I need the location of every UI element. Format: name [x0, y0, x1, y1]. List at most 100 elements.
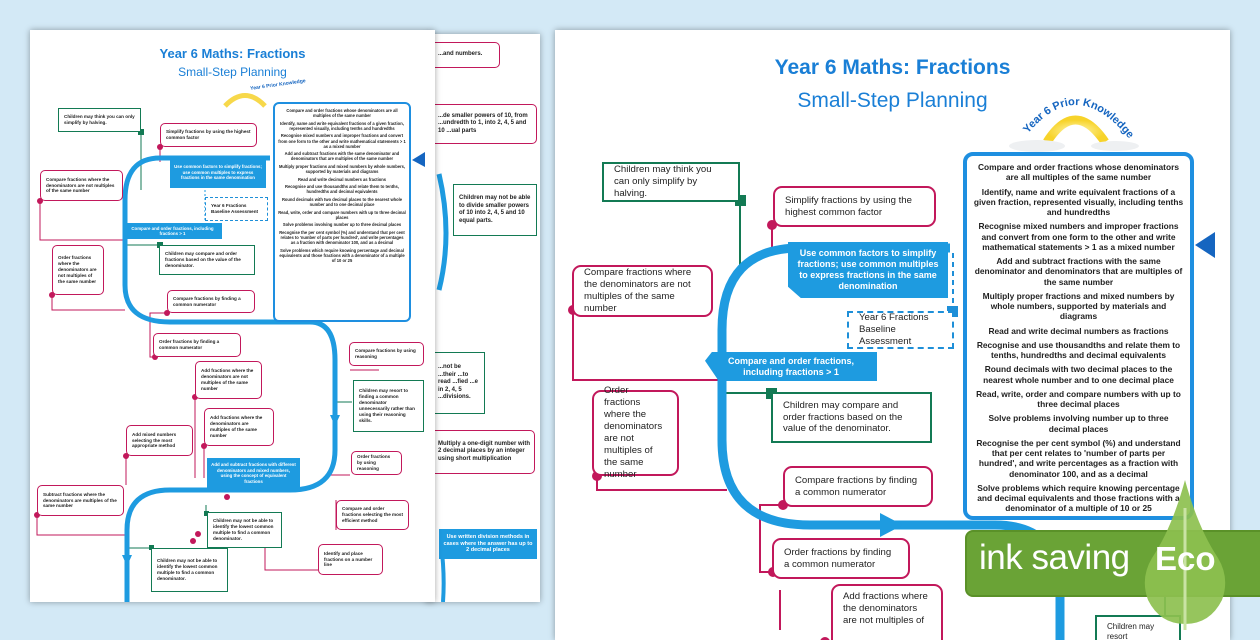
leaf-drop-icon — [1144, 480, 1226, 630]
prior-knowledge-item: Recognise mixed numbers and improper fra… — [278, 133, 406, 149]
misconception-box: Children may think you can only simplify… — [602, 162, 740, 202]
banner-text: Use written division methods in cases wh… — [443, 533, 533, 554]
misconception-text: Children may not be able to identify the… — [157, 558, 218, 581]
step-text: Multiply a one-digit number with 2 decim… — [438, 440, 530, 462]
ink-saving-label: ink saving — [979, 538, 1130, 577]
prior-knowledge-item: Compare and order fractions whose denomi… — [286, 108, 398, 119]
prior-knowledge-item: Read and write decimal numbers as fracti… — [988, 325, 1169, 336]
misconception-text: Children may compare and order fractions… — [783, 399, 903, 435]
flow-lines — [34, 93, 425, 602]
prior-knowledge-item: Recognise the per cent symbol (%) and un… — [279, 230, 405, 246]
misconception-text: ...not be ...their ...to read ...fied ..… — [438, 364, 479, 401]
misconception-box: Children may resort to finding a common … — [353, 380, 424, 432]
prior-knowledge-item: Solve problems involving number up to th… — [988, 413, 1169, 434]
prior-knowledge-item: Identify, name and write equivalent frac… — [973, 186, 1184, 218]
small-step-banner: Use written division methods in cases wh… — [439, 529, 537, 559]
step-box: Order fractions where the denominators a… — [52, 245, 104, 295]
step-box: Simplify fractions by using the highest … — [160, 123, 257, 147]
misconception-box: Children may not be able to divide small… — [453, 184, 537, 236]
misconception-text: Children may not be able to identify the… — [213, 518, 274, 541]
baseline-text: Year 6 Fractions Baseline Assessment — [211, 203, 259, 214]
step-box: Add fractions where the denominators are… — [204, 408, 274, 446]
prior-knowledge-item: Add and subtract fractions with the same… — [974, 256, 1183, 287]
prior-knowledge-item: Solve problems involving number up to th… — [282, 222, 402, 228]
step-text: Order fractions by finding a common nume… — [784, 546, 892, 570]
step-text: Compare and order fractions selecting th… — [342, 506, 404, 523]
banner-text: Compare and order fractions, including f… — [727, 355, 855, 377]
prior-knowledge-item: Round decimals with two decimal places t… — [281, 197, 403, 208]
banner-text: Use common factors to simplify fractions… — [174, 164, 262, 181]
step-box: Compare fractions by using reasoning — [349, 342, 424, 366]
step-text: Add fractions where the denominators are… — [210, 415, 263, 438]
misconception-text: Children may resort to finding a common … — [359, 388, 415, 423]
step-box: ...and numbers. — [425, 42, 500, 68]
misconception-box: Children may compare and order fractions… — [771, 392, 932, 443]
step-text: Order fractions by using reasoning — [357, 454, 391, 471]
page-subtitle: Small-Step Planning — [178, 65, 287, 79]
step-box: Order fractions by using reasoning — [351, 451, 402, 475]
banner-text: Add and subtract fractions with differen… — [211, 462, 296, 484]
prior-knowledge-item: Compare and order fractions whose denomi… — [977, 162, 1180, 183]
misconception-text: Children may compare and order fractions… — [165, 251, 241, 268]
step-box: Compare fractions by finding a common nu… — [783, 466, 933, 507]
small-step-banner: Use common factors to simplify fractions… — [170, 157, 266, 188]
step-text: Compare fractions by finding a common nu… — [173, 295, 241, 307]
prior-knowledge-box: Compare and order fractions whose denomi… — [273, 102, 411, 322]
misconception-box: Children may not be able to identify the… — [207, 512, 282, 548]
small-step-banner: Compare and order fractions, including f… — [123, 223, 222, 239]
step-text: Order fractions where the denominators a… — [58, 255, 97, 284]
step-box: Multiply a one-digit number with 2 decim… — [425, 430, 535, 474]
misconception-box: Children may compare and order fractions… — [159, 245, 255, 275]
step-box: Add fractions where the denominators are… — [195, 361, 262, 399]
page-subtitle: Small-Step Planning — [797, 89, 988, 112]
prior-knowledge-item: Recognise mixed numbers and improper fra… — [978, 221, 1179, 252]
step-box: Compare fractions by finding a common nu… — [167, 290, 255, 313]
document-page-2-preview: ...and numbers. ...de smaller powers of … — [425, 34, 540, 602]
misconception-box: ...not be ...their ...to read ...fied ..… — [425, 352, 485, 414]
misconception-box: Children may not be able to identify the… — [151, 548, 228, 592]
step-text: Add fractions where the denominators are… — [201, 368, 254, 391]
prior-knowledge-item: Recognise and use thousandths and relate… — [285, 184, 399, 195]
misconception-text: Children may think you can only simplify… — [614, 164, 712, 199]
misconception-text: Children may not be able to divide small… — [459, 195, 531, 224]
prior-knowledge-item: Read, write, order and compare numbers w… — [278, 209, 406, 220]
step-box: Identify and place fractions on a number… — [318, 544, 383, 575]
step-text: Compare fractions where the denominators… — [584, 267, 692, 314]
step-box: Compare fractions where the denominators… — [40, 170, 123, 201]
step-text: ...and numbers. — [438, 51, 483, 58]
step-box: ...de smaller powers of 10, from ...undr… — [425, 104, 537, 144]
misconception-box: Children may think you can only simplify… — [58, 108, 141, 132]
misconception-text: Children may think you can only simplify… — [64, 114, 135, 125]
step-text: Order fractions by finding a common nume… — [159, 339, 220, 350]
step-box: Add mixed numbers selecting the most app… — [126, 425, 193, 456]
page-title: Year 6 Maths: Fractions — [774, 56, 1011, 79]
step-text: Identify and place fractions on a number… — [324, 550, 373, 568]
step-text: Simplify fractions by using the highest … — [785, 194, 912, 218]
prior-knowledge-item: Multiply proper fractions and mixed numb… — [982, 290, 1175, 322]
document-page-zoomed: Year 6 Prior Knowledge Year 6 Maths: Fra… — [555, 30, 1230, 640]
step-text: Add fractions where the denominators are… — [843, 591, 928, 626]
document-page-1-preview: Year 6 Maths: Fractions Small-Step Plann… — [30, 30, 435, 602]
baseline-assessment-box[interactable]: Year 6 Fractions Baseline Assessment — [847, 311, 954, 349]
step-box: Compare fractions where the denominators… — [572, 265, 713, 317]
step-text: Compare fractions where the denominators… — [46, 176, 115, 194]
banner-text: Use common factors to simplify fractions… — [797, 248, 939, 291]
step-box: Order fractions by finding a common nume… — [153, 333, 241, 357]
step-box: Subtract fractions where the denominator… — [37, 485, 124, 516]
prior-knowledge-item: Solve problems which require knowing per… — [977, 482, 1180, 514]
step-text: ...de smaller powers of 10, from ...undr… — [438, 112, 528, 134]
prior-knowledge-item: Multiply proper fractions and mixed numb… — [278, 163, 406, 175]
prior-knowledge-item: Read, write, order and compare numbers w… — [976, 388, 1181, 409]
prior-knowledge-item: Round decimals with two decimal places t… — [983, 364, 1174, 385]
prior-knowledge-box: Compare and order fractions whose denomi… — [963, 152, 1194, 520]
prior-knowledge-item: Recognise and use thousandths and relate… — [976, 339, 1181, 360]
small-step-banner: Use common factors to simplify fractions… — [788, 242, 948, 298]
step-box: Add fractions where the denominators are… — [831, 584, 943, 640]
step-text: Simplify fractions by using the highest … — [166, 129, 251, 140]
baseline-text: Year 6 Fractions Baseline Assessment — [859, 312, 929, 347]
step-text: Order fractions where the denominators a… — [604, 385, 663, 480]
baseline-assessment-box[interactable]: Year 6 Fractions Baseline Assessment — [205, 197, 268, 221]
step-box: Simplify fractions by using the highest … — [773, 186, 936, 227]
step-box: Order fractions where the denominators a… — [592, 385, 679, 480]
prior-knowledge-item: Recognise the per cent symbol (%) and un… — [976, 437, 1181, 479]
